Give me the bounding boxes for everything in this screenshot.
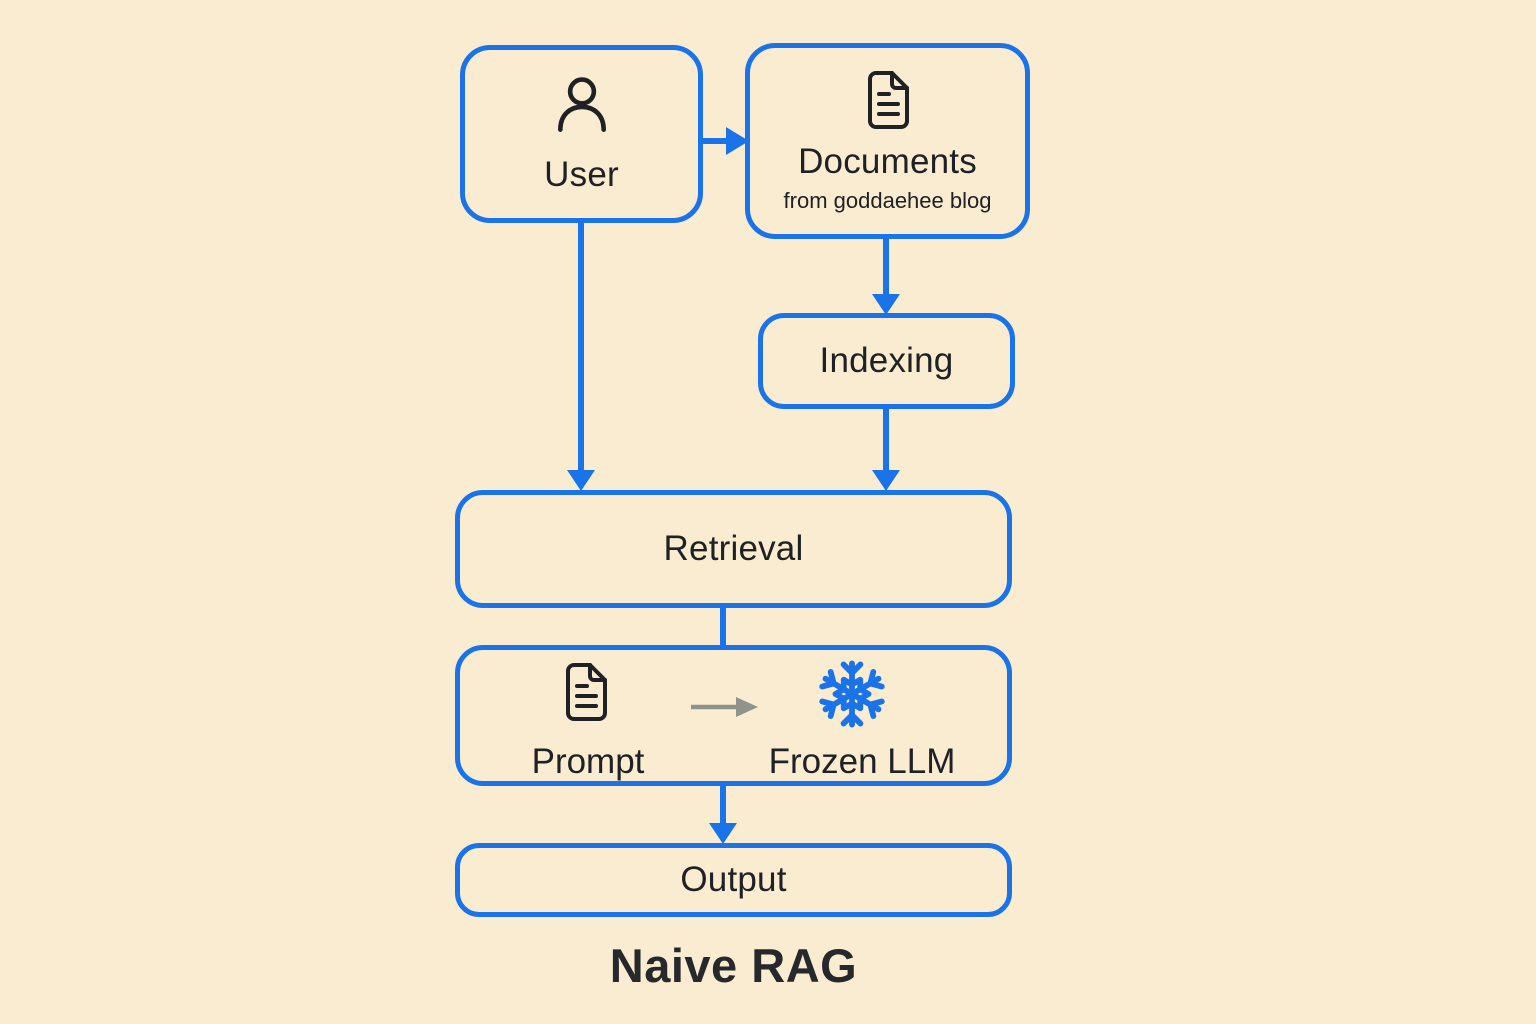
arrow-user-to-documents <box>701 127 749 155</box>
node-indexing-label: Indexing <box>819 341 954 380</box>
node-documents-sublabel: from goddaehee blog <box>783 188 992 213</box>
diagram-title: Naive RAG <box>609 939 858 992</box>
arrow-indexing-to-retrieval <box>872 407 900 491</box>
person-icon <box>549 73 615 145</box>
prompt-label: Prompt <box>531 742 645 781</box>
node-documents: Documents from goddaehee blog <box>745 43 1030 239</box>
node-user: User <box>460 45 703 223</box>
node-prompt-frozen-llm: Prompt Frozen LLM <box>455 645 1012 786</box>
node-documents-label: Documents <box>798 142 977 181</box>
document-icon <box>855 68 921 132</box>
node-output-label: Output <box>680 860 787 899</box>
node-indexing: Indexing <box>758 313 1015 409</box>
arrow-promptllm-to-output <box>709 784 737 844</box>
node-output: Output <box>455 843 1012 917</box>
node-retrieval: Retrieval <box>455 490 1012 608</box>
right-arrow-icon <box>688 692 762 722</box>
node-retrieval-label: Retrieval <box>663 529 804 568</box>
arrow-user-to-retrieval <box>567 221 595 491</box>
document-icon <box>553 660 619 724</box>
snowflake-icon <box>814 656 890 732</box>
arrow-documents-to-indexing <box>872 237 900 315</box>
frozen-llm-label: Frozen LLM <box>768 742 956 781</box>
node-user-label: User <box>544 155 619 194</box>
prompt-frozen-llm-content: Prompt Frozen LLM <box>460 650 1007 781</box>
